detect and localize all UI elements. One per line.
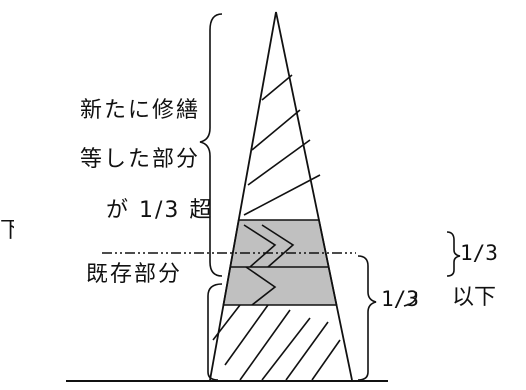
upper-hatch-line [243,174,321,216]
lower-hatch-line [285,321,329,381]
lower-hatch-line [239,309,291,381]
upper-hatch-line [261,74,293,101]
band-chevron-upper [243,224,277,268]
shaded-repair-band [222,219,338,306]
stupa-outline [209,11,353,381]
existing-part-label: 既存部分 [86,262,183,287]
new-repair-label-line1: 新たに修繕 [80,98,201,123]
lower-third-hook [403,291,418,307]
lower-hatch-line [212,304,241,341]
lower-hatch-line [261,317,311,381]
upper-hatch-line [247,139,311,186]
lower-hatch-line [224,304,269,366]
upper-third-label: 1/3 [460,241,498,265]
upper-third-brace [446,231,461,277]
existing-brace [207,283,223,381]
new-repair-brace [199,13,223,277]
new-repair-label-line3: が 1/3 超 [106,198,214,223]
upper-hatch-line [251,109,301,151]
lower-third-brace [357,255,377,381]
lower-third-label: 1/3 [381,287,419,311]
band-chevron-lower [245,266,277,306]
lower-hatch-line [311,339,341,381]
new-repair-label-line2: 等した部分 [80,147,201,172]
cut-off-label: 下 [0,220,14,242]
lower-limit-label: 以下 [452,285,497,310]
band-chevron-mid [261,224,295,268]
